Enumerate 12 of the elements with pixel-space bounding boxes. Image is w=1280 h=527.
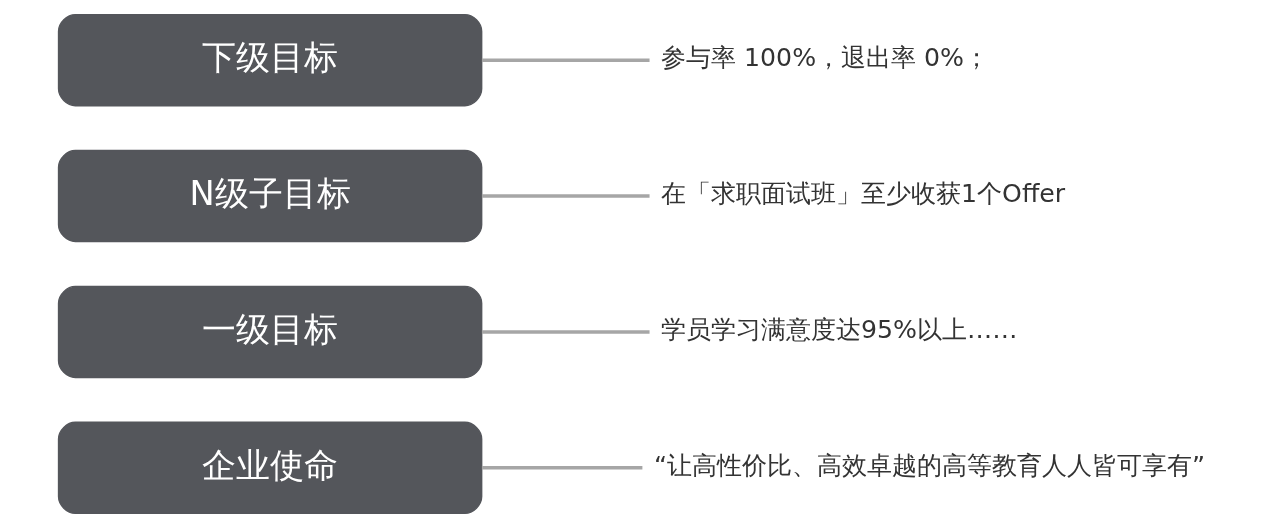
- node-text: “让高性价比、高效卓越的高等教育人人皆可享有”: [654, 450, 1206, 480]
- connector: [481, 57, 650, 62]
- node-box: 企业使命: [57, 421, 483, 514]
- connector: [481, 329, 650, 334]
- node-box: 一级目标: [57, 285, 483, 378]
- node-text: 在「求职面试班」至少收获1个Offer: [661, 178, 1066, 208]
- connector: [481, 193, 650, 198]
- connector: [481, 465, 643, 470]
- node-text: 学员学习满意度达95%以上……: [661, 314, 1018, 344]
- node-text: 参与率 100%，退出率 0%；: [661, 42, 990, 72]
- node-box: N级子目标: [57, 149, 483, 242]
- node-box: 下级目标: [57, 13, 483, 106]
